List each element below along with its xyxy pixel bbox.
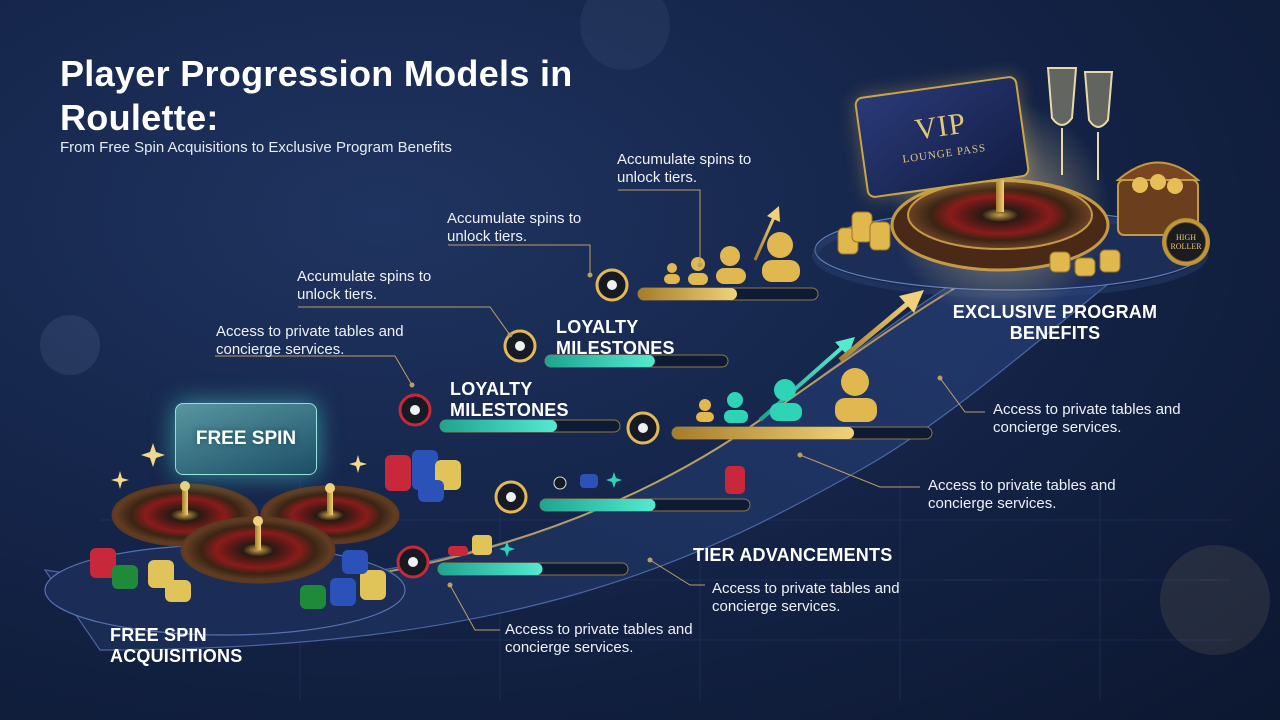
stage-tier-advancements: TIER ADVANCEMENTS — [693, 545, 893, 565]
caption-access-bottom: Access to private tables and concierge s… — [505, 621, 693, 656]
stage-free-spin-acquisitions: FREE SPIN ACQUISITIONS — [110, 625, 243, 666]
champagne-glasses — [1046, 67, 1114, 180]
stage-loyalty-milestones-upper: LOYALTY MILESTONES — [556, 317, 675, 358]
progress-fill-5 — [540, 499, 656, 511]
progress-fill-2 — [545, 355, 655, 367]
roulette-wheels-left — [111, 481, 400, 584]
caption-accumulate-lower: Accumulate spins to unlock tiers. — [297, 268, 432, 303]
growth-arrow-small — [753, 206, 780, 261]
chip-stacks-left — [90, 450, 461, 609]
caption-accumulate-top: Accumulate spins to unlock tiers. — [617, 151, 752, 186]
caption-access-right-middle: Access to private tables and concierge s… — [928, 477, 1116, 512]
progress-fill-1 — [638, 288, 737, 300]
chip-icons-mid — [448, 466, 745, 557]
sparkles — [111, 443, 367, 489]
stage-loyalty-milestones-lower: LOYALTY MILESTONES — [450, 379, 569, 420]
page-title: Player Progression Models in Roulette: — [60, 53, 573, 138]
page-subtitle: From Free Spin Acquisitions to Exclusive… — [60, 139, 452, 156]
caption-accumulate-middle: Accumulate spins to unlock tiers. — [447, 210, 582, 245]
caption-access-right-upper: Access to private tables and concierge s… — [993, 401, 1181, 436]
growth-arrow-gold — [838, 290, 924, 362]
caption-access-tier: Access to private tables and concierge s… — [712, 580, 900, 615]
person-icons-lower — [696, 368, 877, 423]
progress-fill-3 — [440, 420, 557, 432]
progress-fill-6 — [438, 563, 543, 575]
leader-lines — [215, 189, 985, 631]
high-roller-badge: HIGH ROLLER — [1162, 218, 1210, 266]
caption-access-left: Access to private tables and concierge s… — [216, 323, 404, 358]
stage-exclusive-program-benefits: EXCLUSIVE PROGRAM BENEFITS — [952, 302, 1158, 343]
gold-coin-stacks — [837, 211, 1121, 277]
free-spin-card: FREE SPIN — [175, 403, 317, 475]
progress-bars — [437, 287, 933, 576]
roulette-wheel-vip — [890, 153, 1110, 272]
progress-fill-4 — [672, 427, 854, 439]
person-icons-upper — [664, 232, 800, 285]
ring-icons — [396, 268, 660, 579]
